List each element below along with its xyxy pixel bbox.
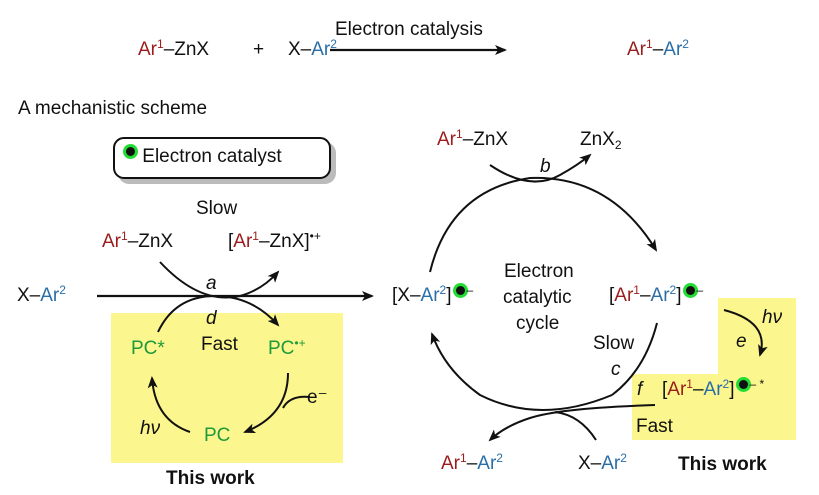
step-a-arrow bbox=[159, 261, 280, 299]
radical-anion-biaryl: [Ar1–Ar2]– bbox=[609, 283, 704, 306]
step-f-arrow bbox=[488, 404, 656, 442]
cycle-center-label-1: Electron bbox=[504, 261, 574, 282]
pc-excited: PC* bbox=[131, 338, 165, 359]
right-reagent: Ar1–ZnX bbox=[437, 127, 509, 150]
product-biaryl: Ar1–Ar2 bbox=[627, 37, 689, 60]
zinc-byproduct: ZnX2 bbox=[580, 129, 622, 152]
right-product: Ar1–Ar2 bbox=[441, 451, 503, 474]
this-work-left: This work bbox=[166, 468, 255, 489]
radical-anion-aryl-halide: [X–Ar2]– bbox=[392, 283, 474, 306]
electron-input-arrow bbox=[282, 395, 311, 409]
pc-ground: PC bbox=[204, 425, 231, 446]
excited-radical-anion: [Ar1–Ar2]– * bbox=[662, 377, 765, 400]
left-substrate: X–Ar2 bbox=[17, 283, 66, 306]
electron-dot-icon bbox=[738, 380, 748, 389]
electron-dot-icon bbox=[126, 147, 135, 156]
electron-dot-icon bbox=[455, 286, 465, 295]
cycle-center-label-2: catalytic bbox=[503, 287, 572, 308]
step-d-arrow bbox=[157, 294, 280, 333]
electron-dot-icon bbox=[685, 286, 695, 295]
right-highlight-region-lower bbox=[632, 374, 796, 440]
step-a-label: a bbox=[206, 273, 217, 294]
light-label-left: hν bbox=[140, 418, 161, 439]
step-e-arrow bbox=[723, 309, 768, 357]
cycle-arrow-top bbox=[429, 176, 658, 273]
step-c-label: c bbox=[611, 359, 621, 380]
step-b-arrow bbox=[489, 153, 592, 183]
step-e-label: e bbox=[736, 331, 747, 352]
step-b-label: b bbox=[540, 156, 551, 177]
legend-box bbox=[113, 137, 331, 179]
cycle-center-label-3: cycle bbox=[516, 313, 560, 334]
reactant-aryl-halide: X–Ar2 bbox=[288, 37, 337, 60]
arrow-label: Electron catalysis bbox=[335, 19, 483, 40]
slow-label-left: Slow bbox=[196, 198, 238, 219]
step-d-label: d bbox=[206, 308, 217, 329]
step-f-label: f bbox=[637, 379, 643, 400]
right-substrate: X–Ar2 bbox=[578, 451, 627, 474]
section-title: A mechanistic scheme bbox=[18, 98, 208, 119]
this-work-right: This work bbox=[678, 454, 767, 475]
light-label-right: hν bbox=[762, 307, 783, 328]
legend-label: Electron catalyst bbox=[126, 147, 282, 166]
pc-regeneration-arrow bbox=[243, 372, 289, 433]
left-reagent: Ar1–ZnX bbox=[102, 229, 174, 252]
cycle-arrow-bottom bbox=[430, 332, 613, 411]
substrate-entry-arrow bbox=[554, 411, 597, 441]
plus-sign: + bbox=[253, 39, 265, 60]
fast-label-left: Fast bbox=[201, 334, 238, 355]
electron-label: e⁻ bbox=[307, 387, 328, 408]
pc-radical-cation: PC•+ bbox=[268, 336, 306, 359]
fast-label-right: Fast bbox=[636, 416, 673, 437]
cycle-arrow-right bbox=[611, 322, 658, 396]
reactant-organozinc: Ar1–ZnX bbox=[138, 37, 210, 60]
photoexcitation-arrow bbox=[147, 376, 191, 433]
slow-label-right: Slow bbox=[593, 333, 635, 354]
radical-cation: [Ar1–ZnX]•+ bbox=[228, 229, 321, 252]
